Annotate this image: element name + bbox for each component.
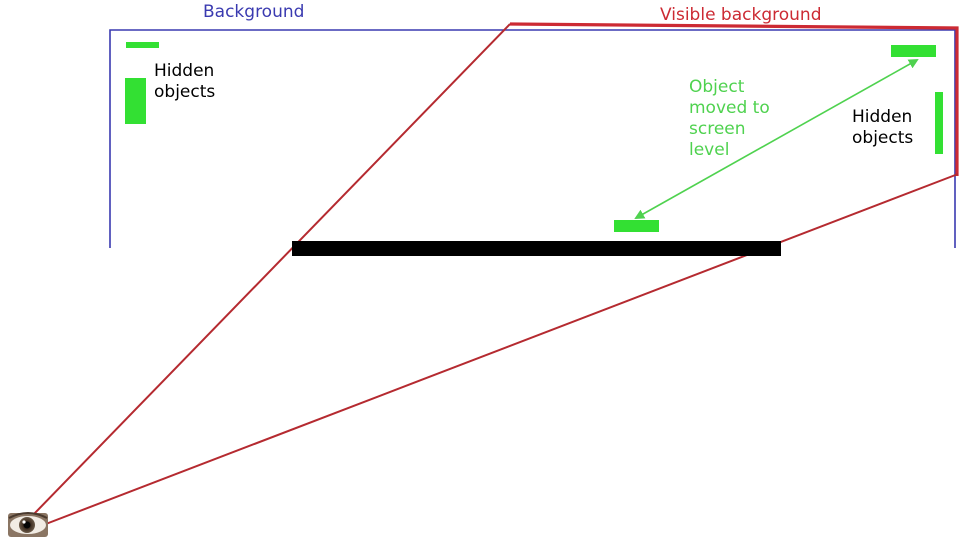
background-label: Background: [203, 2, 305, 22]
hidden-object-right-tall: [935, 92, 943, 154]
hidden-objects-right-label: Hidden objects: [852, 107, 914, 148]
visible-background-frame: [509, 22, 959, 176]
object-moved-label: Object moved to screen level: [689, 77, 770, 160]
screen-bar: [292, 241, 781, 256]
moved-object: [614, 220, 659, 232]
hidden-object-left-tall: [125, 78, 146, 124]
background-frame: [109, 29, 956, 248]
hidden-object-left-small: [126, 42, 159, 48]
view-line-bottom: [37, 173, 959, 528]
moved-object-arrow: [634, 59, 919, 219]
visible-background-label: Visible background: [660, 5, 822, 25]
eye-icon: [8, 512, 48, 537]
view-line-top: [32, 23, 511, 516]
hidden-objects-left-label: Hidden objects: [154, 61, 216, 102]
hidden-object-right-top: [891, 45, 936, 57]
